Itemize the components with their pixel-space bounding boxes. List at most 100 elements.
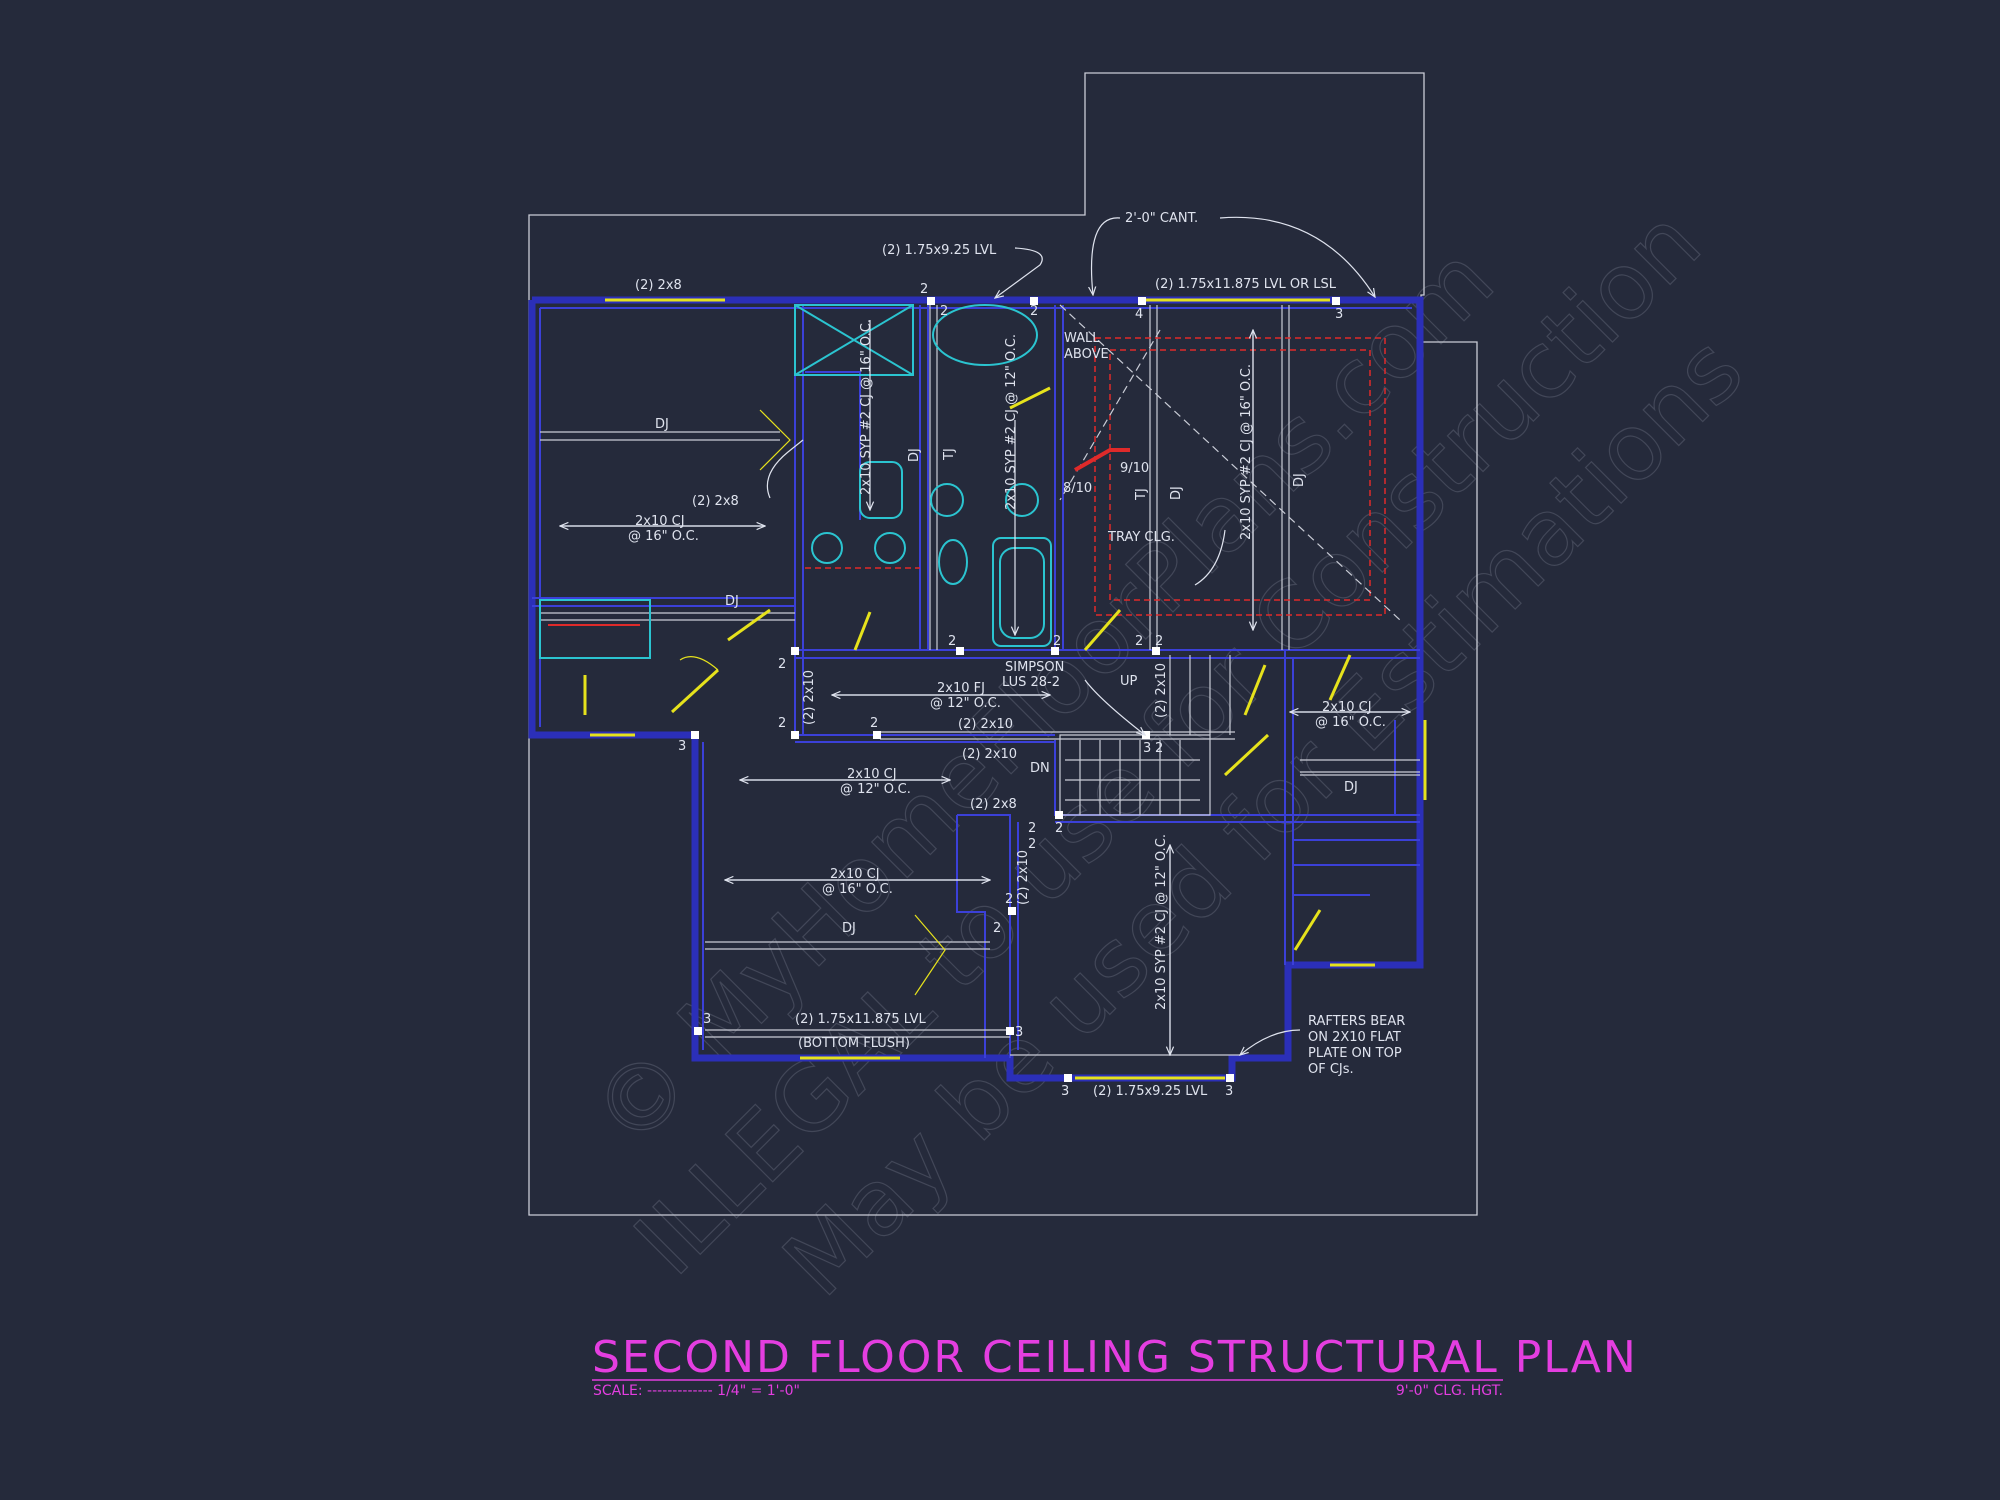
shower-x [794, 304, 914, 376]
label-up: UP [1120, 674, 1138, 689]
title-block: SECOND FLOOR CEILING STRUCTURAL PLAN SCA… [592, 1332, 1638, 1399]
post-number: 3 [678, 739, 686, 754]
label-dj-2: DJ [725, 594, 739, 609]
post-number: 2 [1028, 837, 1036, 852]
label-simpson-1: SIMPSON [1005, 660, 1064, 675]
label-simpson-2: LUS 28-2 [1002, 675, 1060, 690]
label-lvl-bottom-2: (BOTTOM FLUSH) [798, 1036, 910, 1051]
label-lvl-top-right: (2) 1.75x11.875 LVL OR LSL [1155, 277, 1337, 292]
label-dn: DN [1030, 761, 1050, 776]
label-syp-c: 2x10 SYP #2 CJ @ 16" O.C. [1239, 364, 1254, 540]
post-number: 2 [1030, 304, 1038, 319]
doors [583, 298, 1427, 1080]
label-2x10-a: (2) 2x10 [958, 717, 1013, 732]
post-number: 4 [1135, 307, 1143, 322]
label-syp-a: 2x10 SYP #2 CJ @ 16" O.C. [859, 319, 874, 495]
post-number: 3 [1015, 1025, 1023, 1040]
label-cant: 2'-0" CANT. [1125, 211, 1198, 226]
label-tray: TRAY CLG. [1107, 530, 1175, 545]
label-fj-1: 2x10 FJ [937, 681, 985, 696]
label-syp-b: 2x10 SYP #2 CJ @ 12" O.C. [1004, 334, 1019, 510]
post-number: 2 [1028, 821, 1036, 836]
post-number: 3 [1335, 307, 1343, 322]
label-cj-right-1: 2x10 CJ [1322, 700, 1372, 715]
watermark: © MyHomeFloorPlans.com ILLEGAL to use fo… [572, 188, 1765, 1317]
arrows [560, 216, 1410, 1055]
label-cj-mid-1: 2x10 CJ [847, 767, 897, 782]
bath-fixtures [539, 304, 1052, 659]
label-9-10: 9/10 [1120, 461, 1149, 476]
label-cj-low-2: @ 16" O.C. [822, 882, 893, 897]
label-dj-v1: DJ [907, 448, 922, 462]
label-wall-above-1: WALL [1064, 331, 1100, 346]
label-dj-v3: DJ [1292, 473, 1307, 487]
plan-title: SECOND FLOOR CEILING STRUCTURAL PLAN [592, 1332, 1638, 1383]
post-number: 2 [940, 304, 948, 319]
structural-labels: (2) 1.75x9.25 LVL 2'-0" CANT. (2) 1.75x1… [628, 211, 1405, 1099]
sink-4 [1005, 483, 1039, 517]
label-cj-right-2: @ 16" O.C. [1315, 715, 1386, 730]
label-wall-above-2: ABOVE [1064, 347, 1109, 362]
label-rafters-4: OF CJs. [1308, 1062, 1354, 1077]
label-cj-mid-2: @ 12" O.C. [840, 782, 911, 797]
post-number: 2 [1135, 634, 1143, 649]
post-number: 2 [1053, 634, 1061, 649]
label-cj-left-2: @ 16" O.C. [628, 529, 699, 544]
tub-oval [932, 304, 1038, 366]
joist-lines [540, 305, 1420, 1056]
watermark-line-2: ILLEGAL to use for Construction [615, 189, 1721, 1295]
post-number: 2 [870, 716, 878, 731]
post-number: 2 [948, 634, 956, 649]
washer-dryer [539, 599, 651, 659]
label-tj-v1: TJ [942, 448, 957, 461]
post-number: 2 [1155, 634, 1163, 649]
label-tj-v2: TJ [1134, 488, 1149, 501]
interior-walls [532, 305, 1420, 1058]
label-dj-low: DJ [842, 921, 856, 936]
label-2x10-v1: (2) 2x10 [802, 670, 817, 725]
label-rafters-3: PLATE ON TOP [1308, 1046, 1402, 1061]
ceiling-height: 9'-0" CLG. HGT. [1396, 1383, 1503, 1399]
post-number: 3 [703, 1012, 711, 1027]
post-number: 3 [1143, 741, 1151, 756]
post-number: 2 [778, 657, 786, 672]
posts [691, 297, 1340, 1082]
post-number: 3 [1061, 1084, 1069, 1099]
post-number: 2 [1055, 821, 1063, 836]
toilet-2 [938, 539, 968, 585]
label-lvl-bottom-right: (2) 1.75x9.25 LVL [1093, 1084, 1208, 1099]
post-number: 2 [778, 716, 786, 731]
label-2x8-mid: (2) 2x8 [692, 494, 739, 509]
post-numbers: 2 2 2 4 3 2 2 2 2 2 2 2 3 2 2 2 2 2 3 3 … [678, 282, 1343, 1099]
label-2x8-low: (2) 2x8 [970, 797, 1017, 812]
label-rafters-1: RAFTERS BEAR [1308, 1014, 1405, 1029]
label-lvl-top-left: (2) 1.75x9.25 LVL [882, 243, 997, 258]
label-cj-low-1: 2x10 CJ [830, 867, 880, 882]
post-number: 2 [920, 282, 928, 297]
post-number: 2 [1155, 741, 1163, 756]
post-number: 3 [1225, 1084, 1233, 1099]
roof-outline [528, 72, 1478, 1216]
label-rafters-2: ON 2X10 FLAT [1308, 1030, 1401, 1045]
label-2x10-v3: (2) 2x10 [1016, 850, 1031, 905]
label-8-10: 8/10 [1063, 481, 1092, 496]
label-cj-left-1: 2x10 CJ [635, 514, 685, 529]
toilet-1 [859, 461, 903, 519]
label-dj-1: DJ [655, 417, 669, 432]
label-2x10-b: (2) 2x10 [962, 747, 1017, 762]
post-number: 2 [1005, 892, 1013, 907]
tray-ceiling [1059, 304, 1401, 621]
post-number: 2 [993, 921, 1001, 936]
label-2x10-v2: (2) 2x10 [1154, 663, 1169, 718]
label-2x8-top: (2) 2x8 [635, 278, 682, 293]
sink-3 [930, 483, 964, 517]
label-dj-right: DJ [1344, 780, 1358, 795]
bathtub [992, 537, 1052, 647]
label-lvl-bottom-1: (2) 1.75x11.875 LVL [795, 1012, 927, 1027]
sink-1 [811, 532, 843, 564]
label-dj-v2: DJ [1169, 486, 1184, 500]
label-syp-d: 2x10 SYP #2 CJ @ 12" O.C. [1154, 834, 1169, 1010]
label-fj-2: @ 12" O.C. [930, 696, 1001, 711]
sink-2 [874, 532, 906, 564]
